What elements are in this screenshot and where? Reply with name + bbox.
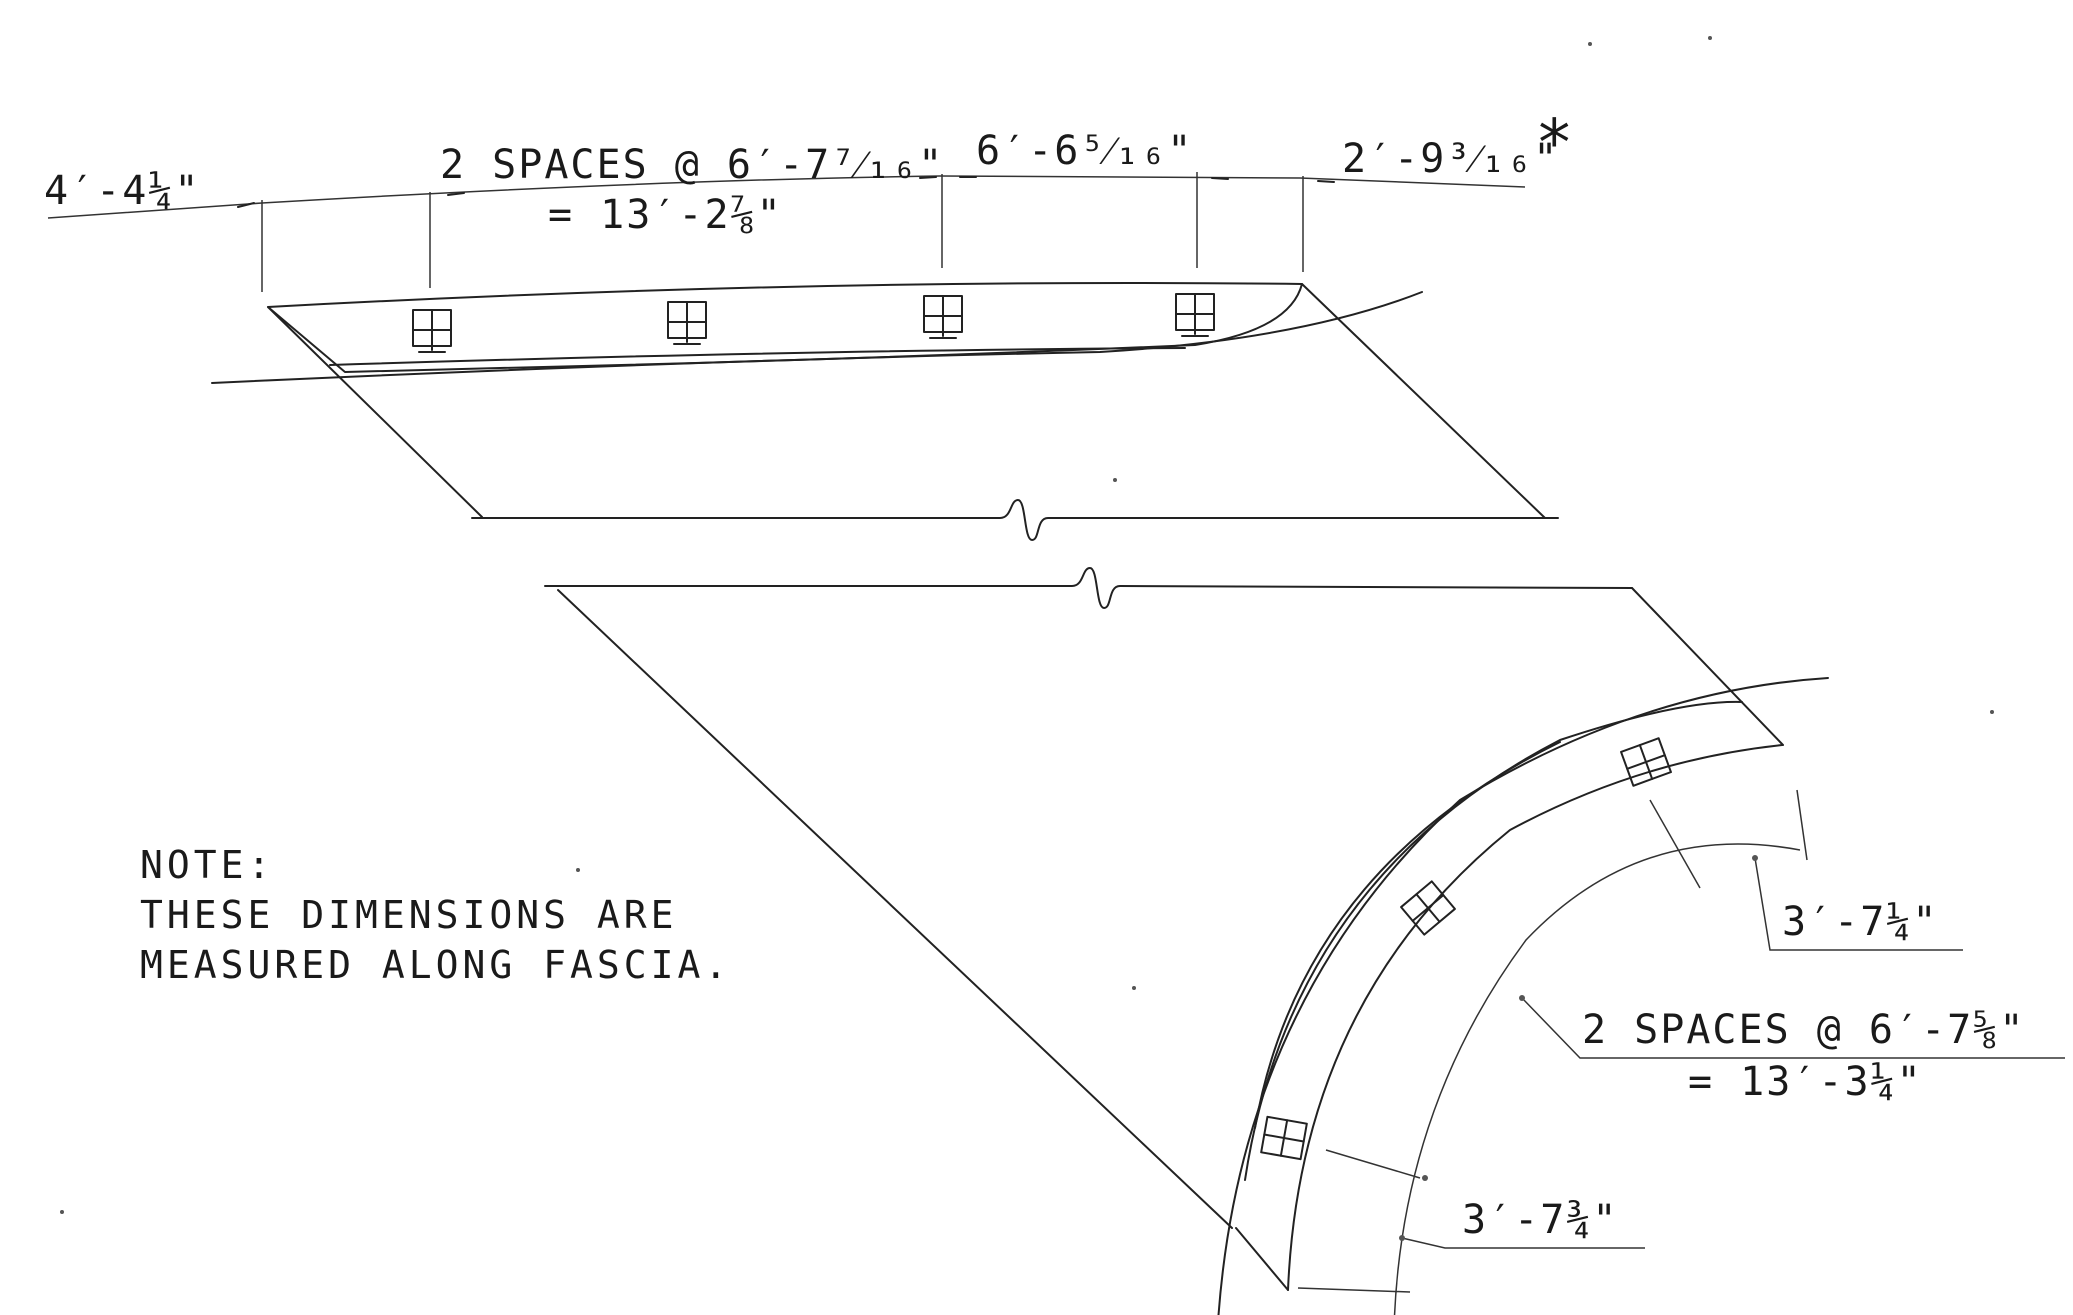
light-fixture-icon — [1400, 880, 1456, 936]
dim-top-middle: 6′-6⁵⁄₁₆" — [976, 128, 1193, 174]
scan-specks — [60, 36, 1994, 1214]
note-block: NOTE: THESE DIMENSIONS ARE MEASURED ALON… — [140, 843, 731, 987]
dimension-dot — [1399, 1235, 1405, 1241]
light-fixture-icon — [1260, 1115, 1308, 1161]
top-span: 4′-4¼" 2 SPACES @ 6′-7⁷⁄₁₆" = 13′-2⅞" 6′… — [44, 107, 1576, 541]
light-fixture-icon — [923, 295, 963, 339]
curved-girder-line — [1217, 677, 1829, 1315]
dim-curve-spaces: 2 SPACES @ 6′-7⅝" — [1582, 1007, 2025, 1053]
leader-upper — [1754, 857, 1963, 951]
dimension-dot — [1422, 1175, 1428, 1181]
top-girder-curve — [211, 291, 1423, 384]
leader-middle — [1521, 997, 2065, 1059]
asterisk-mark: * — [1535, 107, 1576, 181]
dim-curve-end-upper: 3′-7¼" — [1782, 899, 1939, 945]
leader-lower — [1401, 1237, 1645, 1249]
light-fixture-icon — [667, 301, 707, 345]
deck-edge-right-lower — [1631, 587, 1784, 746]
note-heading: NOTE: — [140, 843, 274, 887]
bottom-break-line — [544, 567, 1633, 609]
dimension-dot — [1519, 995, 1525, 1001]
light-fixture-icon — [1175, 293, 1215, 337]
light-fixture-icon — [412, 309, 452, 353]
curved-dimension-line — [1393, 843, 1801, 1315]
curved-fascia-inner — [1287, 744, 1783, 1291]
top-break-line — [471, 499, 1559, 541]
extension-line — [1796, 789, 1808, 861]
deck-edge-right — [1301, 283, 1546, 519]
dim-curve-spaces-total: = 13′-3¼" — [1688, 1059, 1923, 1105]
dim-right-end: 2′-9³⁄₁₆" — [1342, 136, 1559, 182]
deck-edge-left-lower — [557, 589, 1233, 1229]
radial-extension-line — [1649, 799, 1701, 889]
dim-curve-end-lower: 3′-7¾" — [1462, 1197, 1619, 1243]
top-fascia-inner — [329, 347, 1186, 366]
dim-top-spaces-total: = 13′-2⅞" — [548, 192, 783, 238]
radial-extension-line — [1325, 1149, 1421, 1179]
top-fascia-outline — [267, 281, 1303, 373]
light-fixture-icon — [1620, 737, 1672, 787]
top-dimension-line — [47, 175, 1526, 219]
extension-line — [1297, 1287, 1411, 1293]
bottom-span: 3′-7¼" 2 SPACES @ 6′-7⅝" = 13′-3¼" 3′-7¾… — [544, 567, 2065, 1315]
dim-top-spaces: 2 SPACES @ 6′-7⁷⁄₁₆" — [440, 142, 944, 188]
dimension-ticks — [237, 176, 1335, 208]
fascia-end-cap — [1235, 1227, 1289, 1291]
note-line-2: MEASURED ALONG FASCIA. — [140, 943, 731, 987]
dimension-dot — [1752, 855, 1758, 861]
dim-left-end: 4′-4¼" — [44, 168, 201, 214]
deck-edge-left — [267, 306, 483, 518]
note-line-1: THESE DIMENSIONS ARE — [140, 893, 678, 937]
